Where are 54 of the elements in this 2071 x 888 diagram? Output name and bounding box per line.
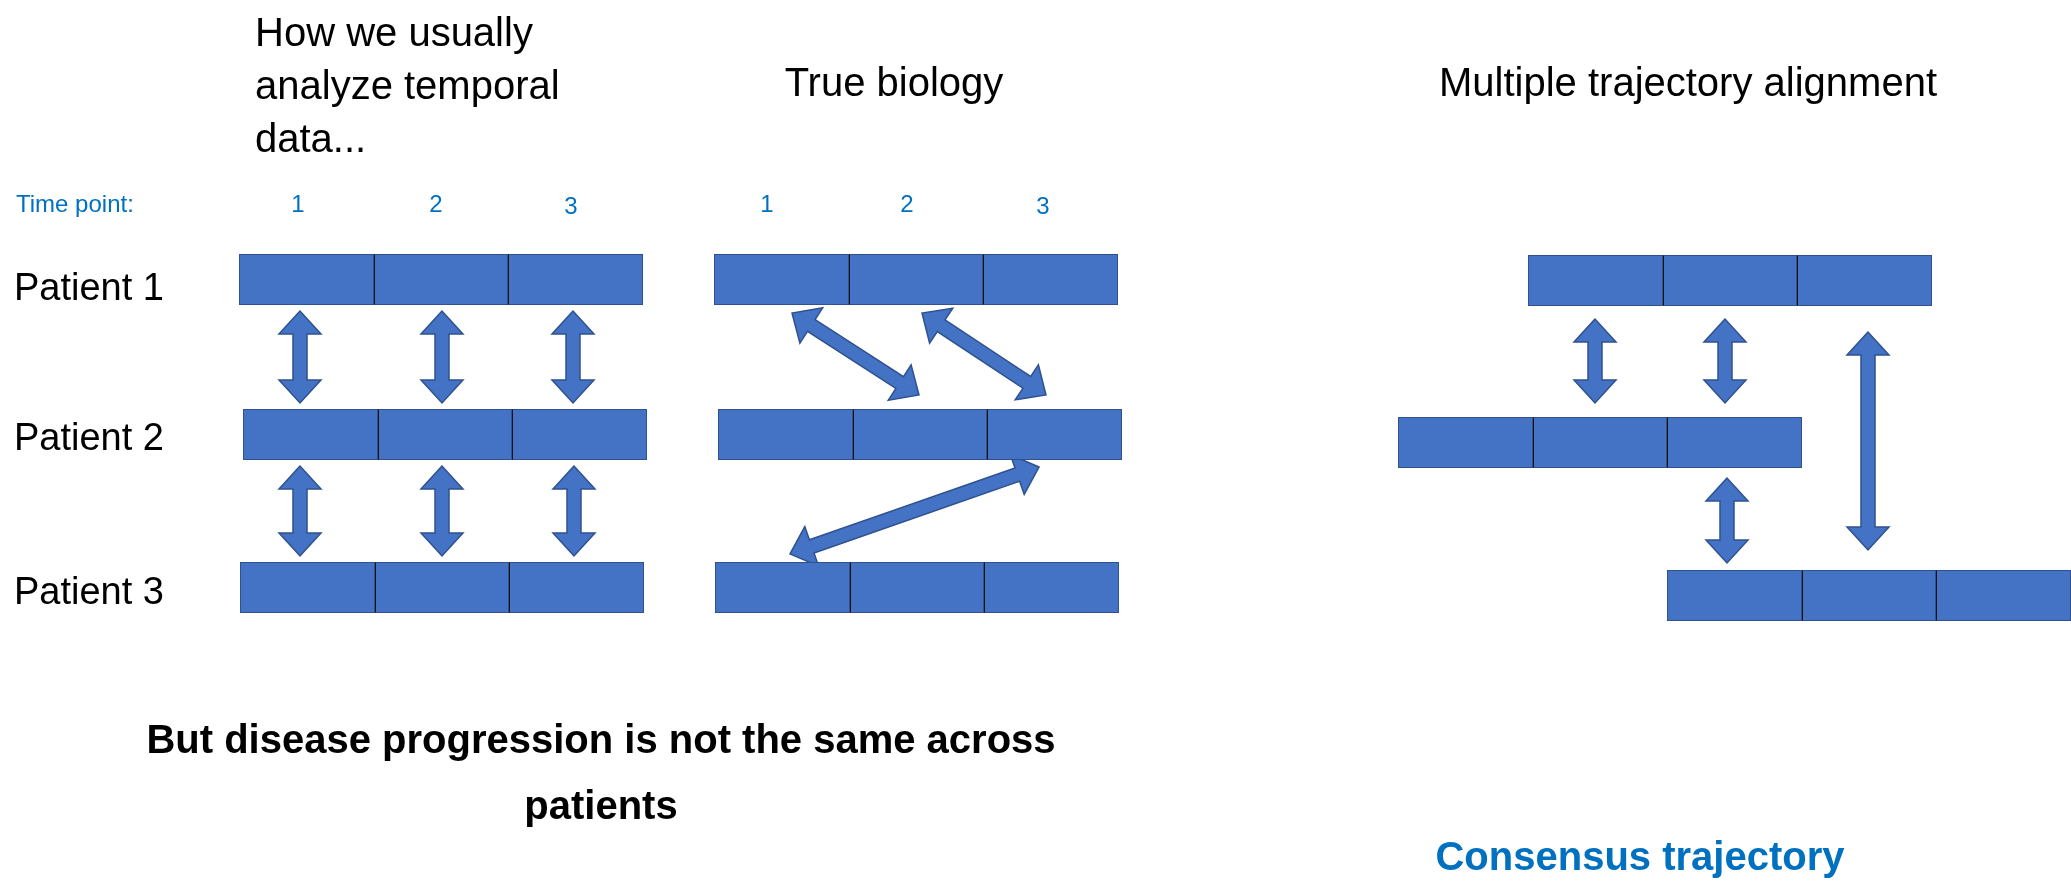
time-point-number: 2 [428, 189, 444, 219]
timepoint-segment [1667, 570, 1802, 621]
timepoint-segment [1662, 255, 1798, 306]
timepoint-segment [1528, 255, 1663, 306]
timepoint-segment [715, 562, 850, 613]
time-point-number: 3 [1035, 191, 1051, 221]
double-arrow [419, 464, 465, 558]
timepoint-segment [240, 562, 375, 613]
time-point-number: 3 [563, 191, 579, 221]
timepoint-segment [377, 409, 513, 460]
timepoint-segment [852, 409, 988, 460]
timepoint-segment [239, 254, 374, 305]
timepoint-segment [1667, 417, 1802, 468]
timepoint-segment [983, 254, 1118, 305]
double-arrow [419, 309, 465, 405]
double-arrow [1845, 330, 1891, 552]
double-arrow [550, 309, 596, 405]
timepoint-segment [1936, 570, 2071, 621]
timepoint-segment [243, 409, 378, 460]
patient-label: Patient 3 [14, 569, 165, 614]
timepoint-segment [373, 254, 509, 305]
takeaway-text: But disease progression is not the same across patients [145, 716, 1057, 829]
axis-label: Time point: [16, 189, 135, 219]
panel-heading: How we usually analyze temporal data... [255, 9, 561, 162]
timepoint-segment [509, 562, 644, 613]
timepoint-segment [984, 562, 1119, 613]
double-arrow [277, 464, 323, 558]
timepoint-segment [1801, 570, 1937, 621]
caption-text: Consensus trajectory [1434, 833, 1846, 880]
double-arrow [791, 306, 920, 402]
double-arrow [1702, 317, 1748, 405]
time-point-number: 2 [899, 189, 915, 219]
double-arrow [1572, 317, 1618, 405]
timepoint-segment [987, 409, 1122, 460]
patient-label: Patient 2 [14, 415, 165, 460]
patient-label: Patient 1 [14, 265, 165, 310]
double-arrow [921, 307, 1047, 401]
timepoint-segment [714, 254, 849, 305]
double-arrow [551, 464, 597, 558]
time-point-number: 1 [759, 189, 775, 219]
time-point-number: 1 [290, 189, 306, 219]
timepoint-segment [1797, 255, 1932, 306]
timepoint-segment [512, 409, 647, 460]
timepoint-segment [508, 254, 643, 305]
double-arrow [277, 309, 323, 405]
panel-heading: True biology [783, 59, 1005, 106]
timepoint-segment [718, 409, 853, 460]
panel-heading: Multiple trajectory alignment [1438, 59, 1938, 106]
timepoint-segment [849, 562, 985, 613]
double-arrow [1704, 476, 1750, 565]
timepoint-segment [1398, 417, 1533, 468]
timepoint-segment [848, 254, 984, 305]
timepoint-segment [1532, 417, 1668, 468]
timepoint-segment [374, 562, 510, 613]
